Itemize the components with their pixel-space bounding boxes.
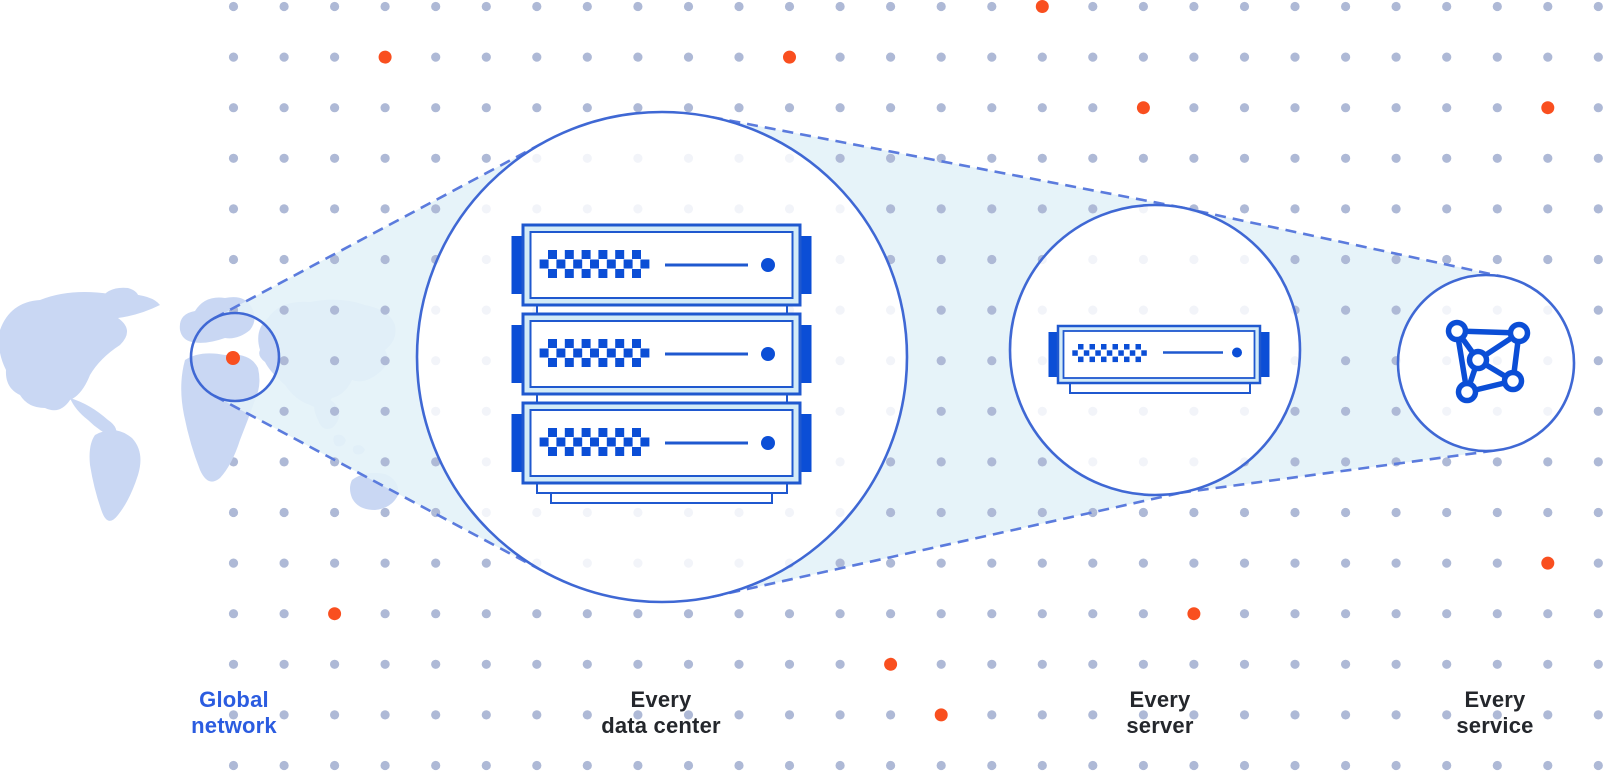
stage-label-line: Global	[199, 687, 269, 712]
server-rack-icon	[511, 223, 812, 504]
stage-label-global-network: Global network	[104, 687, 364, 739]
stage-label-line: service	[1456, 713, 1534, 738]
stage-label-line: Every	[1464, 687, 1526, 712]
stage-label-line: network	[191, 713, 277, 738]
server-rack-unit	[511, 401, 812, 494]
stage-label-every-data-center: Every data center	[531, 687, 791, 739]
stage-label-every-server: Every server	[1030, 687, 1290, 739]
stage-label-line: data center	[601, 713, 721, 738]
zoom-dashed-lines	[213, 115, 1502, 599]
server-rack-unit	[511, 312, 812, 405]
server-rack-unit	[511, 223, 812, 316]
zoom-cones	[214, 117, 1502, 597]
map-region-circle	[189, 311, 281, 403]
stage-label-line: Every	[1129, 687, 1191, 712]
network-mesh-icon	[1445, 319, 1531, 404]
stage-label-every-service: Every service	[1365, 687, 1620, 739]
stage-label-line: server	[1126, 713, 1194, 738]
map-location-marker	[226, 351, 240, 365]
stage-label-line: Every	[630, 687, 692, 712]
server-icon	[1048, 324, 1270, 394]
